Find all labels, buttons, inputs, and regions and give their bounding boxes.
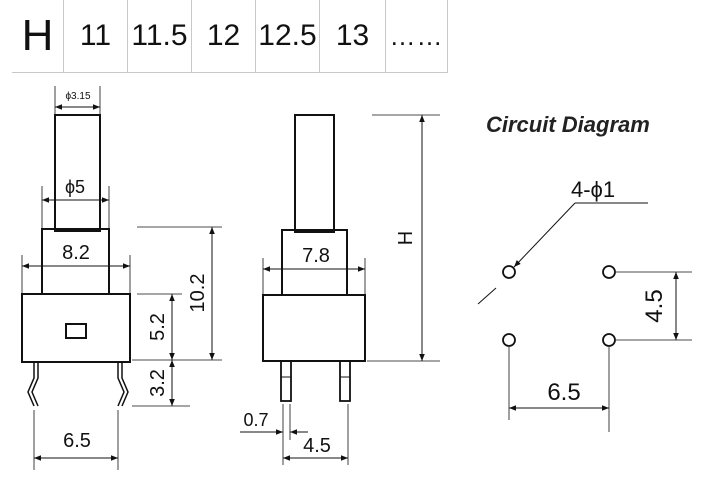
side-bushing-width-label: 7.8 — [302, 245, 330, 267]
side-view-labels: 7.8 H 0.7 4.5 — [243, 231, 417, 457]
pad-top-right — [602, 265, 616, 279]
front-view — [21, 86, 222, 470]
bushing-diameter-label: ϕ5 — [65, 177, 85, 197]
pad-horizontal-spacing-label: 6.5 — [547, 379, 580, 406]
size-table: H 11 11.5 12 12.5 13 …… — [12, 0, 448, 73]
side-right-pin — [339, 360, 351, 402]
side-body — [262, 294, 366, 362]
pad-bottom-right — [602, 333, 616, 347]
size-table-cell: 13 — [320, 0, 386, 73]
size-table-cell: 11.5 — [128, 0, 192, 73]
side-left-pin — [280, 360, 292, 402]
side-pin-spacing-label: 4.5 — [303, 435, 331, 457]
size-table-cell: …… — [386, 0, 448, 73]
front-right-pin — [117, 362, 129, 407]
front-stem — [54, 114, 101, 232]
size-table-cell: 12.5 — [256, 0, 320, 73]
side-pin-width-label: 0.7 — [243, 410, 268, 430]
front-actuator-slot — [65, 323, 87, 339]
circuit-labels: 4-ϕ1 4.5 6.5 — [547, 177, 668, 406]
front-left-pin — [27, 362, 39, 407]
hole-count-diameter-label: 4-ϕ1 — [571, 177, 615, 202]
size-table-header: H — [12, 0, 64, 73]
pad-bottom-left — [502, 333, 516, 347]
circuit-diagram-title: Circuit Diagram — [486, 112, 650, 137]
front-height-label: 10.2 — [187, 274, 209, 313]
side-view — [240, 114, 440, 465]
pad-vertical-spacing-label: 4.5 — [641, 289, 668, 322]
front-view-labels: ϕ3.15 ϕ5 8.2 10.2 5.2 3.2 6.5 — [62, 91, 209, 452]
front-body — [21, 293, 131, 363]
front-pin-length-label: 3.2 — [147, 369, 169, 397]
size-table-cell: 11 — [64, 0, 128, 73]
circuit-diagram — [477, 202, 692, 432]
side-stem — [294, 114, 335, 233]
front-body-height-label: 5.2 — [147, 313, 169, 341]
pad-top-left — [502, 265, 516, 279]
overall-height-label: H — [395, 231, 417, 245]
size-table-cell: 12 — [192, 0, 256, 73]
stem-diameter-label: ϕ3.15 — [65, 91, 91, 102]
front-bushing-width-label: 8.2 — [62, 242, 90, 264]
front-pin-spacing-label: 6.5 — [63, 430, 91, 452]
hole-leader-line — [513, 202, 576, 268]
